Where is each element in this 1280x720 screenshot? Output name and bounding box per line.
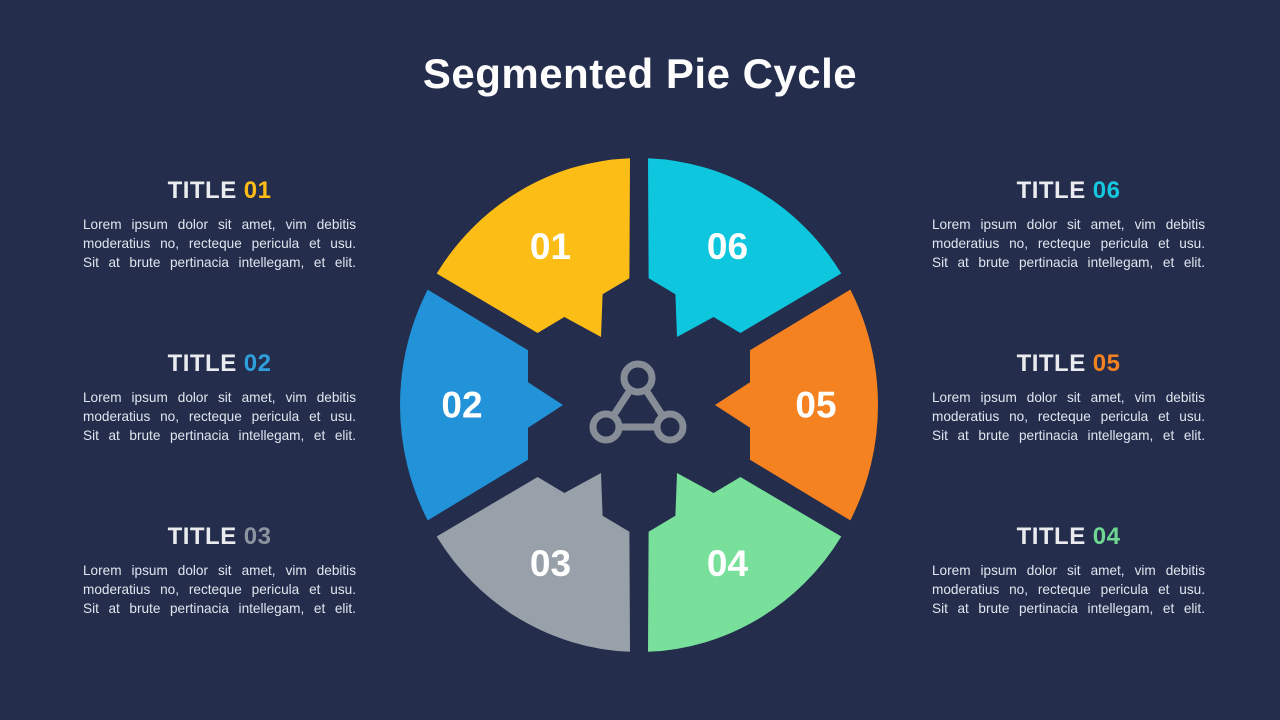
body-line: moderatius no, recteque pericula et usu. bbox=[932, 582, 1205, 597]
block-heading-number: 02 bbox=[243, 350, 272, 377]
body-line: Sit at brute pertinacia intellegam, et e… bbox=[83, 601, 356, 616]
body-line: moderatius no, recteque pericula et usu. bbox=[932, 236, 1205, 251]
block-heading-word: TITLE bbox=[1016, 177, 1086, 204]
block-heading-number: 04 bbox=[1092, 523, 1121, 550]
segment-number-02: 02 bbox=[441, 385, 482, 426]
body-line: Sit at brute pertinacia intellegam, et e… bbox=[932, 255, 1205, 270]
segment-number-01: 01 bbox=[530, 226, 571, 267]
block-body: Lorem ipsum dolor sit amet, vim debitis … bbox=[932, 215, 1205, 272]
block-heading-number: 03 bbox=[243, 523, 272, 550]
block-heading-word: TITLE bbox=[167, 523, 237, 550]
body-line: moderatius no, recteque pericula et usu. bbox=[83, 582, 356, 597]
segment-number-06: 06 bbox=[707, 226, 748, 267]
block-body: Lorem ipsum dolor sit amet, vim debitis … bbox=[83, 215, 356, 272]
body-line: moderatius no, recteque pericula et usu. bbox=[83, 409, 356, 424]
molecule-node bbox=[653, 410, 687, 444]
molecule-network-icon bbox=[589, 360, 687, 444]
segment-number-03: 03 bbox=[530, 543, 571, 584]
pie-segment-03 bbox=[436, 473, 630, 652]
pie-segment-02 bbox=[400, 289, 563, 521]
slide-title: Segmented Pie Cycle bbox=[422, 50, 858, 97]
block-heading-number: 01 bbox=[243, 177, 272, 204]
block-heading-word: TITLE bbox=[167, 350, 237, 377]
pie-segment-04 bbox=[648, 473, 842, 652]
molecule-node bbox=[620, 360, 656, 396]
body-line: moderatius no, recteque pericula et usu. bbox=[83, 236, 356, 251]
block-heading-number: 06 bbox=[1092, 177, 1121, 204]
body-line: Lorem ipsum dolor sit amet, vim debitis bbox=[83, 563, 356, 578]
body-line: Sit at brute pertinacia intellegam, et e… bbox=[83, 428, 356, 443]
body-line: Lorem ipsum dolor sit amet, vim debitis bbox=[83, 217, 356, 232]
body-line: Sit at brute pertinacia intellegam, et e… bbox=[932, 601, 1205, 616]
block-body: Lorem ipsum dolor sit amet, vim debitis … bbox=[83, 388, 356, 445]
body-line: Sit at brute pertinacia intellegam, et e… bbox=[83, 255, 356, 270]
block-body: Lorem ipsum dolor sit amet, vim debitis … bbox=[83, 561, 356, 618]
body-line: Lorem ipsum dolor sit amet, vim debitis bbox=[932, 563, 1205, 578]
block-body: Lorem ipsum dolor sit amet, vim debitis … bbox=[932, 561, 1205, 618]
body-line: Lorem ipsum dolor sit amet, vim debitis bbox=[83, 390, 356, 405]
segment-number-05: 05 bbox=[795, 385, 836, 426]
body-line: moderatius no, recteque pericula et usu. bbox=[932, 409, 1205, 424]
block-body: Lorem ipsum dolor sit amet, vim debitis … bbox=[932, 388, 1205, 445]
block-heading-number: 05 bbox=[1092, 350, 1121, 377]
pie-segment-06 bbox=[648, 158, 842, 337]
body-line: Sit at brute pertinacia intellegam, et e… bbox=[932, 428, 1205, 443]
body-line: Lorem ipsum dolor sit amet, vim debitis bbox=[932, 390, 1205, 405]
block-heading-word: TITLE bbox=[167, 177, 237, 204]
body-line: Lorem ipsum dolor sit amet, vim debitis bbox=[932, 217, 1205, 232]
pie-segment-01 bbox=[436, 158, 630, 337]
pie-segment-05 bbox=[715, 289, 878, 521]
molecule-node bbox=[589, 410, 623, 444]
block-heading-word: TITLE bbox=[1016, 523, 1086, 550]
segment-number-04: 04 bbox=[707, 543, 749, 584]
block-heading-word: TITLE bbox=[1016, 350, 1086, 377]
